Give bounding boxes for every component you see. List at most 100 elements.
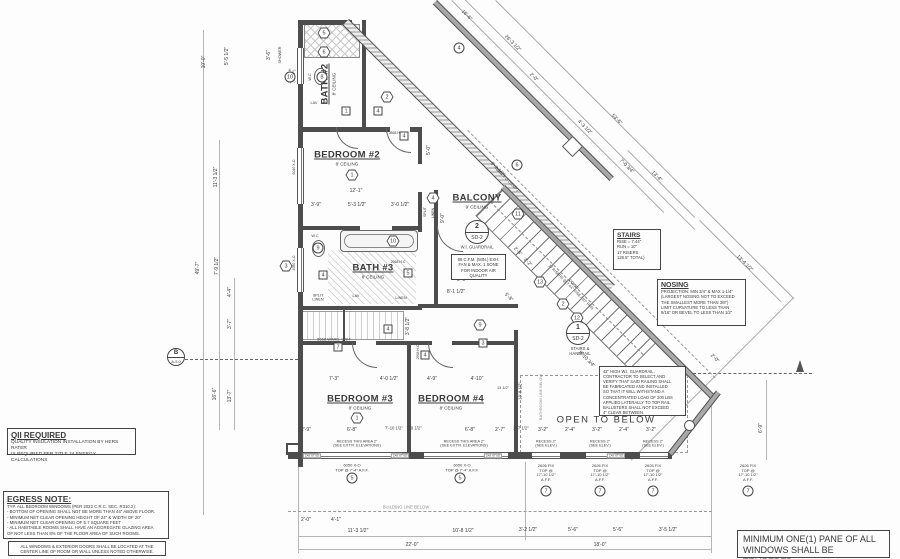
text-line: FAN & MAX. 1 SONE xyxy=(458,262,499,268)
dimension-label: 3'-7" xyxy=(227,319,234,329)
window-2006-sh xyxy=(297,48,304,84)
wall xyxy=(298,306,422,310)
annotation-label: RECESS 2" (SEE ELEV.) xyxy=(642,439,664,448)
dimension-label: 3'-2" xyxy=(538,427,548,434)
door-tag-square: 1 xyxy=(341,106,351,116)
keynote-number: 12 xyxy=(573,315,581,321)
dim-witness-line xyxy=(525,462,526,540)
annotation-label: 2626 FIX TOP @ 17'-10 1/2" A.F.F. xyxy=(738,462,758,482)
text-line: MINIMUM ONE(1) PANE OF ALL xyxy=(743,534,876,544)
bathtub xyxy=(340,230,418,252)
door-tag-square: 3 xyxy=(478,338,488,348)
annotation-label: 2968 H.C xyxy=(415,344,420,360)
dimension-label: 5'-6" xyxy=(613,527,623,534)
window-tag-circle: 7 xyxy=(540,485,552,497)
text-line: CONCENTRATED LOAD OF 200 LBS xyxy=(603,394,673,400)
dimension-label: 10'-8 1/2" xyxy=(452,528,474,535)
window-tag-circle: 6 xyxy=(511,159,523,171)
dimension-label: 3'-8 1/2" xyxy=(405,316,412,336)
dimension-label: 9'-0" xyxy=(440,213,447,223)
text-line: RUN = 10" xyxy=(617,244,637,250)
wall-balcony-bottom xyxy=(418,304,518,308)
annotation-label: RECESS THIS AREA 2" (SEE EXT'R. ELEVATIO… xyxy=(440,439,488,448)
annotation-label: 6050 X-O TOP @ 7'-4" A.F.F. xyxy=(445,462,479,472)
porthole-window xyxy=(684,420,695,431)
dimension-label: 2'-4" xyxy=(565,427,575,434)
window-tag-circle: 7 xyxy=(647,485,659,497)
room-name: BATH #3 xyxy=(352,262,394,274)
window-tag-circle: 8 xyxy=(316,71,328,83)
dimension-label: 22'-0" xyxy=(405,542,419,549)
hexagon-fill xyxy=(534,277,546,287)
keynote-hexagon: 9 xyxy=(473,319,487,331)
keynote-hexagon: 13 xyxy=(533,276,547,288)
keynote-number: 4 xyxy=(431,195,435,201)
dimension-label: 12'-1" xyxy=(349,188,363,195)
dimension-label: 3'-2 1/2" xyxy=(518,527,538,534)
egress-note-body: TYP. ALL BEDROOM WINDOWS (PER 2022 C.R.C… xyxy=(7,504,165,536)
annotation-label: 2626 FIX TOP @ 17'-10 1/2" A.F.F. xyxy=(536,462,556,482)
room-name: BEDROOM #4 xyxy=(418,393,484,405)
wall xyxy=(392,226,422,230)
annotation-label: 6050 X-O TOP @ 7'-4" A.F.F. xyxy=(335,462,369,472)
hexagon-fill xyxy=(346,170,358,180)
egress-note-title: EGRESS NOTE: xyxy=(7,494,72,504)
text-line: 4" CLEAR BETWEEN. xyxy=(603,409,645,415)
detail-sheet: SD-2 xyxy=(572,336,584,342)
keynote-number: 3 xyxy=(284,263,288,269)
dimension-label: 10'-0" xyxy=(201,55,208,69)
text-line: 9/16" OR BEVEL TO LESS THAN 1/2" xyxy=(661,310,733,315)
dimension-label: 4'-0 1/2" xyxy=(379,376,399,383)
annotation-label: 2X6 STUD xyxy=(302,453,322,459)
dimension-label: 11'-3 1/2" xyxy=(347,528,369,535)
window-6040-xo xyxy=(297,148,304,204)
hexagon-fill xyxy=(280,261,292,271)
text-line: OF NOT LESS THAN 8% OF THE FLOOR AREA OF… xyxy=(7,530,140,536)
room-ceiling-height: 8' CEILING xyxy=(331,72,337,96)
section-arrow xyxy=(796,360,804,372)
room-ceiling-height: 8' CEILING xyxy=(348,405,372,411)
annotation-label: 2X6 STUD xyxy=(483,453,503,459)
hexagon-fill xyxy=(512,209,524,219)
dim-line-bottom xyxy=(298,549,712,550)
dimension-label: 8'-1 1/2" xyxy=(446,289,466,296)
dimension-label: 6'-9" xyxy=(758,423,765,433)
door-tag-square: 4 xyxy=(399,131,409,141)
room-name: BEDROOM #2 xyxy=(314,149,380,161)
dimension-label: 7'-3" xyxy=(329,376,339,383)
dim-witness-line xyxy=(219,140,220,430)
text-line: TYP. ALL BEDROOM WINDOWS (PER 2022 C.R.C… xyxy=(7,504,136,509)
bath3-floor-hatch xyxy=(328,250,416,304)
keynote-hexagon: 11 xyxy=(511,208,525,220)
door-tag-square: 4 xyxy=(373,106,383,116)
dimension-label: 2'-9" xyxy=(301,427,311,434)
room-ceiling-height: 9' CEILING xyxy=(465,204,489,210)
wall-top xyxy=(298,20,352,25)
nosing-note-box: NOSING PROJECTION: MIN 3/4" & MAX 1-1/4"… xyxy=(657,279,746,326)
detail-number: 2 xyxy=(466,221,488,233)
window-6050 xyxy=(318,452,402,459)
dimension-label: 7'-0 3/4" xyxy=(618,157,636,175)
dimension-label: 7'-9 1/2" xyxy=(406,425,422,431)
wall-balcony-left xyxy=(434,190,438,308)
keynote-hexagon: 1 xyxy=(345,169,359,181)
door-tag-square: 4 xyxy=(420,350,430,360)
hexagon-fill xyxy=(318,28,330,38)
keynote-number: 1 xyxy=(350,172,354,178)
annotation-label: RECESS 2" (SEE ELEV.) xyxy=(535,439,557,448)
room-ceiling-height: 8' CEILING xyxy=(335,161,359,167)
guardrail-note-body: 42" HIGH W.I. GUARDRAIL.CONTRACTOR TO SE… xyxy=(603,369,682,415)
dimension-label: 5'-8" xyxy=(502,291,515,304)
text-line: 17 RISERS xyxy=(617,249,639,255)
annotation-label: 2626 FIX TOP @ 17'-10 1/2" A.F.F. xyxy=(643,462,663,482)
hexagon-fill xyxy=(381,92,393,102)
